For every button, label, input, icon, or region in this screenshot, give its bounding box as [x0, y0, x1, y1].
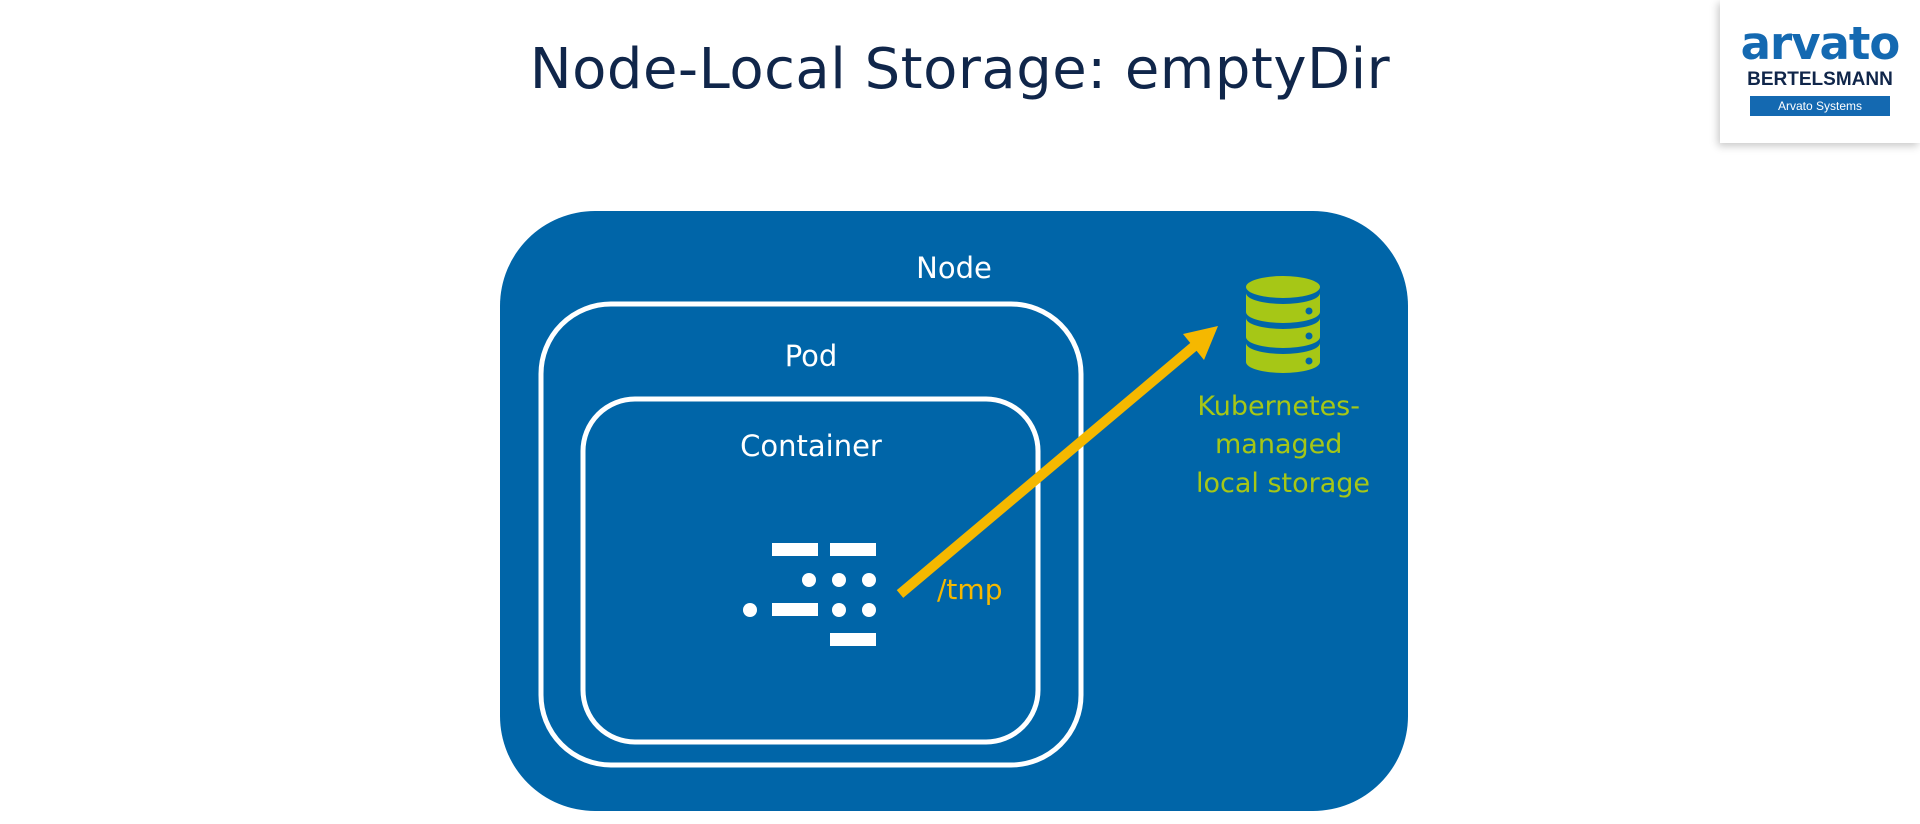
node-label: Node [916, 251, 992, 285]
pod-box [538, 301, 1084, 768]
path-label: /tmp [937, 573, 1002, 606]
pod-label: Pod [785, 339, 838, 373]
storage-label-line: managed [1215, 429, 1342, 460]
logo-wordmark: arvato [1740, 17, 1901, 70]
storage-label-line: local storage [1196, 468, 1370, 499]
node-box [500, 211, 1408, 811]
database-icon [1246, 276, 1320, 373]
storage-label: Kubernetes- managed local storage [1196, 391, 1370, 499]
slide-title: Node-Local Storage: emptyDir [529, 37, 1391, 102]
container-process-icon [743, 543, 876, 646]
logo-division: Arvato Systems [1750, 96, 1890, 116]
company-logo: arvato BERTELSMANN Arvato Systems [1720, 0, 1920, 143]
storage-label-line: Kubernetes- [1197, 391, 1360, 422]
mount-arrow [896, 326, 1218, 598]
container-box [580, 396, 1041, 745]
container-label: Container [740, 429, 882, 463]
logo-company: BERTELSMANN [1747, 69, 1893, 90]
